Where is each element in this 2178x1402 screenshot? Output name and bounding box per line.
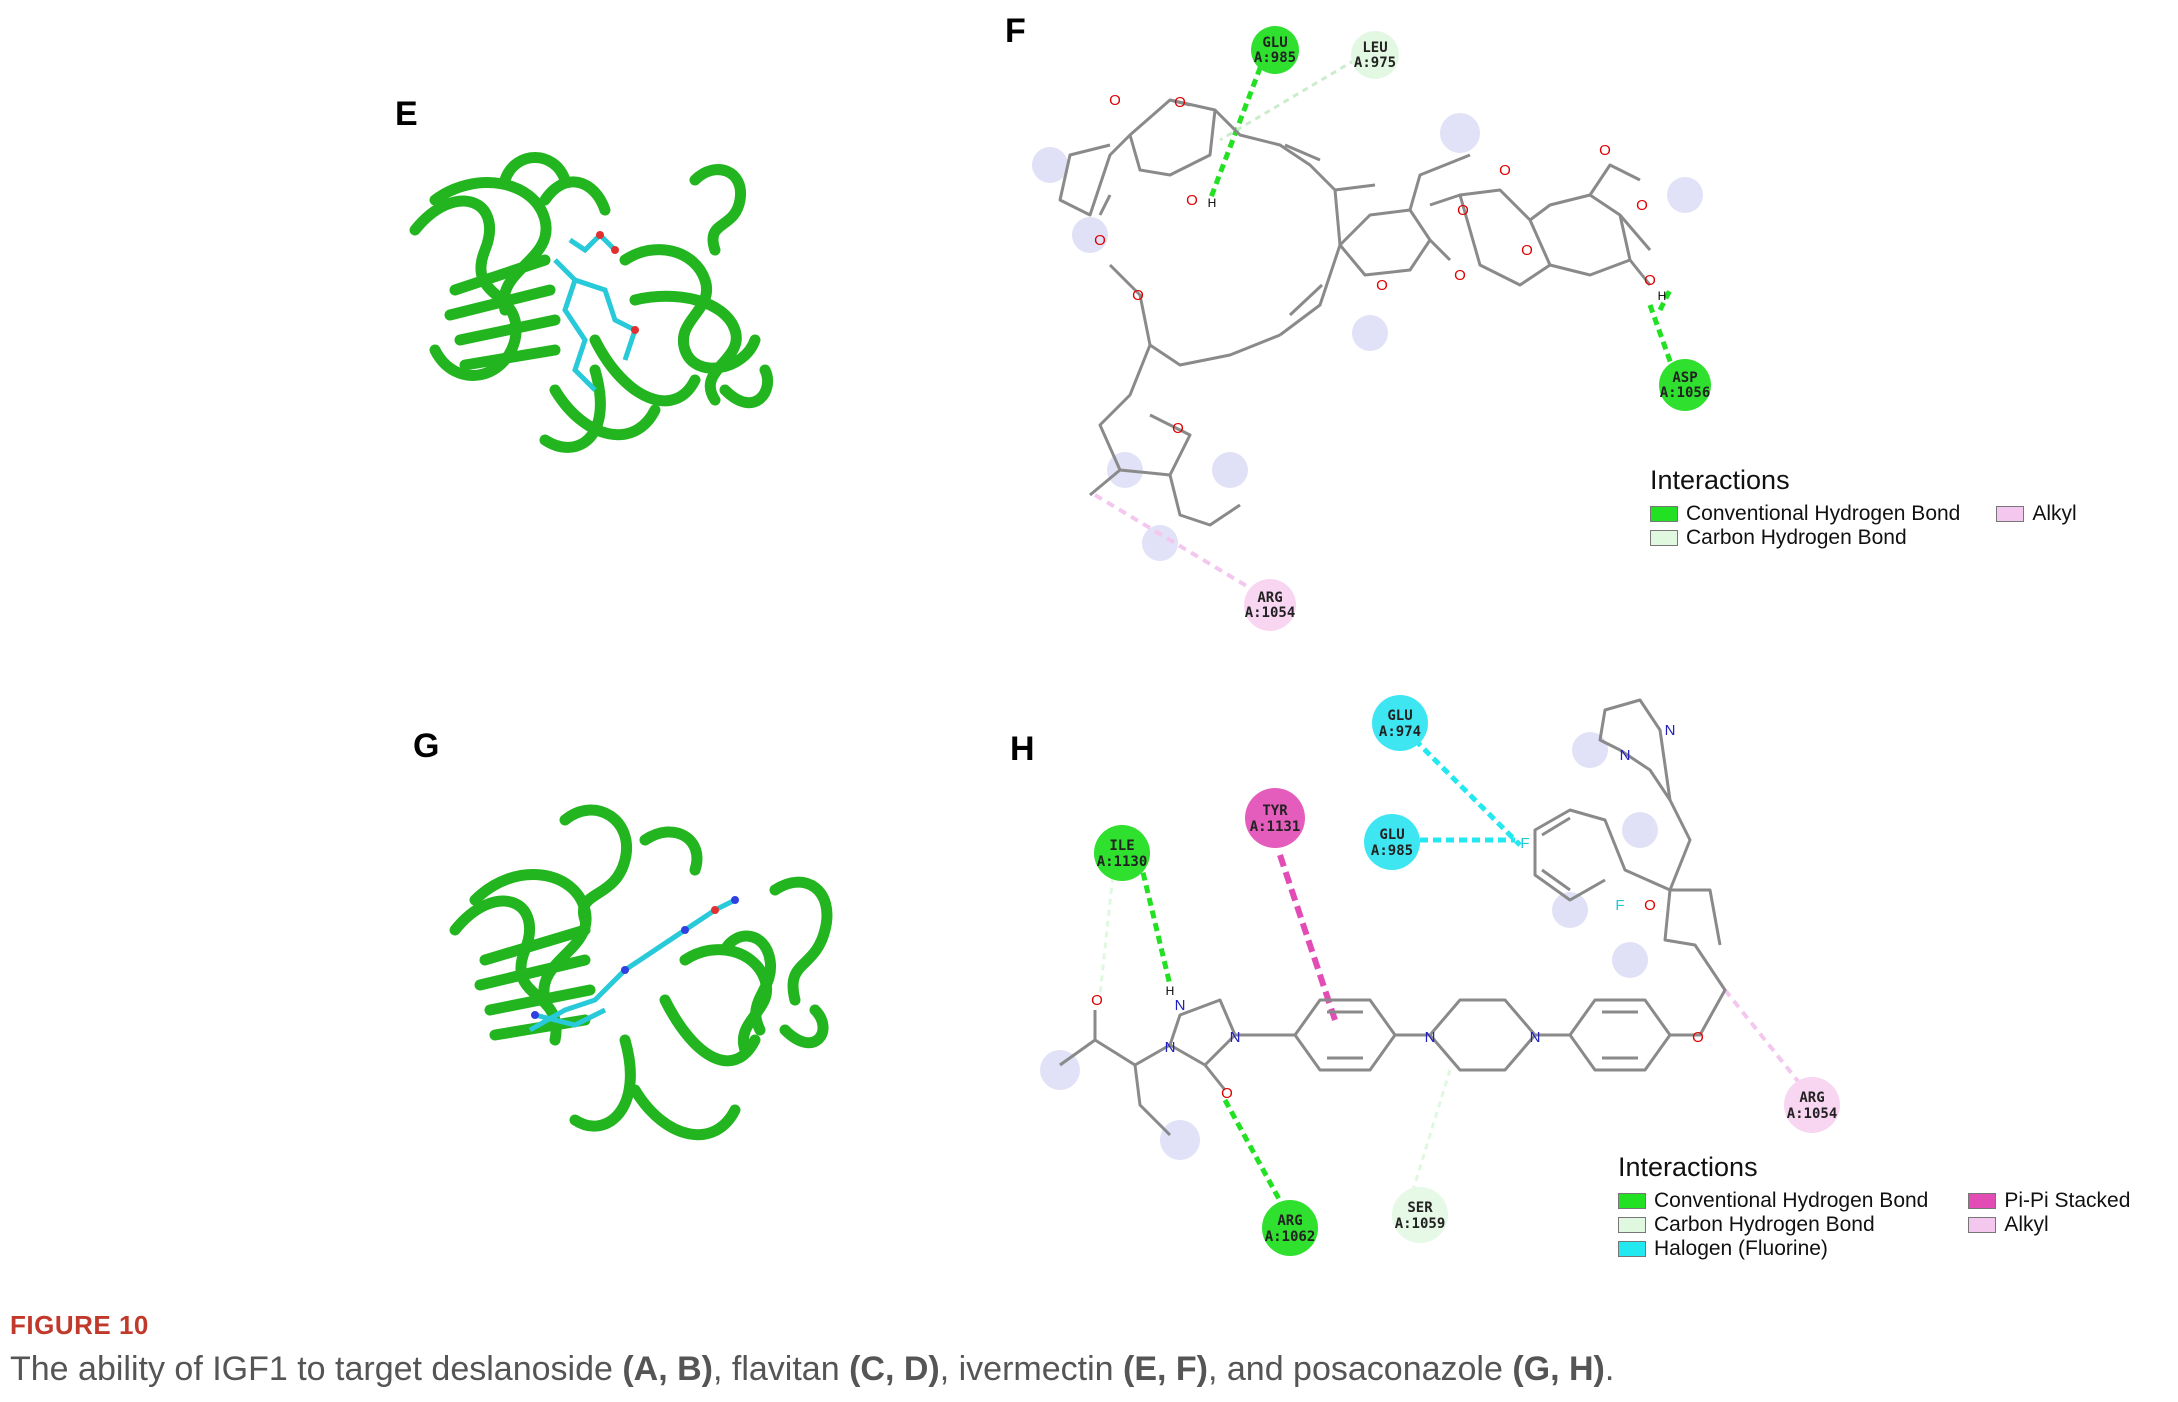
svg-text:ASP: ASP (1672, 370, 1697, 386)
figure-caption: The ability of IGF1 to target deslanosid… (10, 1350, 1615, 1388)
svg-text:SER: SER (1407, 1200, 1433, 1216)
oxygen-label: O (1091, 992, 1103, 1009)
protein-structure-g (449, 804, 833, 1141)
legend-item: Conventional Hydrogen Bond (1650, 502, 1960, 526)
panel-label-h: H (1010, 730, 1035, 768)
oxygen-label: O (1644, 897, 1656, 914)
svg-text:A:1054: A:1054 (1787, 1106, 1838, 1122)
oxygen-label: O (1109, 92, 1121, 109)
chbond-leu975 (1219, 58, 1356, 142)
oxygen-label: O (1172, 420, 1184, 437)
legend-item: Carbon Hydrogen Bond (1650, 526, 1960, 550)
oxygen-label: O (1094, 232, 1106, 249)
nitrogen-label: N (1165, 1039, 1176, 1056)
residue-ser1059: SER A:1059 (1392, 1187, 1448, 1243)
residue-glu974: GLU A:974 (1372, 695, 1428, 751)
oxygen-label: O (1221, 1085, 1233, 1102)
nitrogen-label: N (1425, 1029, 1436, 1046)
legend-item: Alkyl (1968, 1213, 2130, 1237)
fluorine-label: F (1520, 835, 1529, 852)
nitrogen-label: N (1230, 1029, 1241, 1046)
alkyl-arg1054 (1093, 493, 1272, 602)
legend-item: Halogen (Fluorine) (1618, 1237, 1928, 1261)
svg-text:A:1056: A:1056 (1660, 385, 1711, 401)
legend-f: Interactions Conventional Hydrogen Bond … (1650, 465, 2077, 550)
svg-text:ARG: ARG (1257, 590, 1282, 606)
legend-item: Conventional Hydrogen Bond (1618, 1189, 1928, 1213)
svg-text:ARG: ARG (1799, 1090, 1824, 1106)
residue-tyr1131: TYR A:1131 (1245, 788, 1305, 848)
oxygen-label: O (1457, 202, 1469, 219)
residue-glu985: GLU A:985 (1251, 26, 1299, 74)
svg-text:GLU: GLU (1387, 708, 1412, 724)
hydrogen-label: H (1208, 196, 1217, 210)
svg-text:A:1131: A:1131 (1250, 819, 1301, 835)
oxygen-label: O (1521, 242, 1533, 259)
residue-leu975: LEU A:975 (1351, 31, 1399, 79)
oxygen-label: O (1636, 197, 1648, 214)
nitrogen-label: N (1175, 997, 1186, 1014)
legend-h: Interactions Conventional Hydrogen Bond … (1618, 1152, 2130, 1261)
panel-label-g: G (413, 727, 440, 765)
svg-text:A:974: A:974 (1379, 724, 1421, 740)
legend-item: Carbon Hydrogen Bond (1618, 1213, 1928, 1237)
hydrogen-label: H (1166, 984, 1175, 998)
residue-arg1054: ARG A:1054 (1244, 579, 1296, 631)
nitrogen-label: N (1620, 747, 1631, 764)
oxygen-label: O (1376, 277, 1388, 294)
fluorine-label: F (1615, 897, 1624, 914)
svg-text:TYR: TYR (1262, 803, 1288, 819)
hbond-glu985 (1207, 54, 1268, 201)
svg-text:LEU: LEU (1362, 40, 1387, 56)
interaction-diagram-h: O H N N N O N N O O F F N N GLU A:974 TY… (1040, 695, 1840, 1256)
protein-structure-e (409, 152, 774, 453)
nitrogen-label: N (1665, 722, 1676, 739)
panel-label-e: E (395, 95, 418, 133)
svg-text:A:1059: A:1059 (1395, 1216, 1446, 1232)
residue-arg1062: ARG A:1062 (1262, 1200, 1318, 1256)
interaction-diagram-f: O O O H O O O O O O O O O H O O GLU A:98… (1032, 26, 1711, 631)
oxygen-label: O (1599, 142, 1611, 159)
legend-title: Interactions (1618, 1152, 1758, 1182)
oxygen-label: O (1174, 94, 1186, 111)
svg-text:A:985: A:985 (1371, 843, 1413, 859)
svg-text:A:1130: A:1130 (1097, 854, 1148, 870)
residue-arg1054: ARG A:1054 (1784, 1077, 1840, 1133)
residue-asp1056: ASP A:1056 (1659, 359, 1711, 411)
svg-text:GLU: GLU (1262, 35, 1287, 51)
legend-title: Interactions (1650, 465, 1790, 495)
residue-ile1130: ILE A:1130 (1094, 825, 1150, 881)
svg-text:A:1062: A:1062 (1265, 1229, 1316, 1245)
oxygen-label: O (1692, 1029, 1704, 1046)
legend-item: Pi-Pi Stacked (1968, 1189, 2130, 1213)
svg-text:GLU: GLU (1379, 827, 1404, 843)
hydrogen-label: H (1658, 289, 1667, 303)
oxygen-label: O (1132, 287, 1144, 304)
figure-label: FIGURE 10 (10, 1310, 149, 1340)
hbond-asp1056 (1657, 288, 1673, 312)
svg-text:ILE: ILE (1109, 838, 1134, 854)
residue-glu985: GLU A:985 (1364, 814, 1420, 870)
nitrogen-label: N (1530, 1029, 1541, 1046)
panel-label-f: F (1005, 12, 1026, 50)
svg-text:A:985: A:985 (1254, 50, 1296, 66)
oxygen-label: O (1499, 162, 1511, 179)
oxygen-label: O (1644, 272, 1656, 289)
legend-item: Alkyl (1996, 502, 2077, 526)
oxygen-label: O (1454, 267, 1466, 284)
svg-text:ARG: ARG (1277, 1213, 1302, 1229)
oxygen-label: O (1186, 192, 1198, 209)
svg-text:A:1054: A:1054 (1245, 605, 1296, 621)
svg-text:A:975: A:975 (1354, 55, 1396, 71)
